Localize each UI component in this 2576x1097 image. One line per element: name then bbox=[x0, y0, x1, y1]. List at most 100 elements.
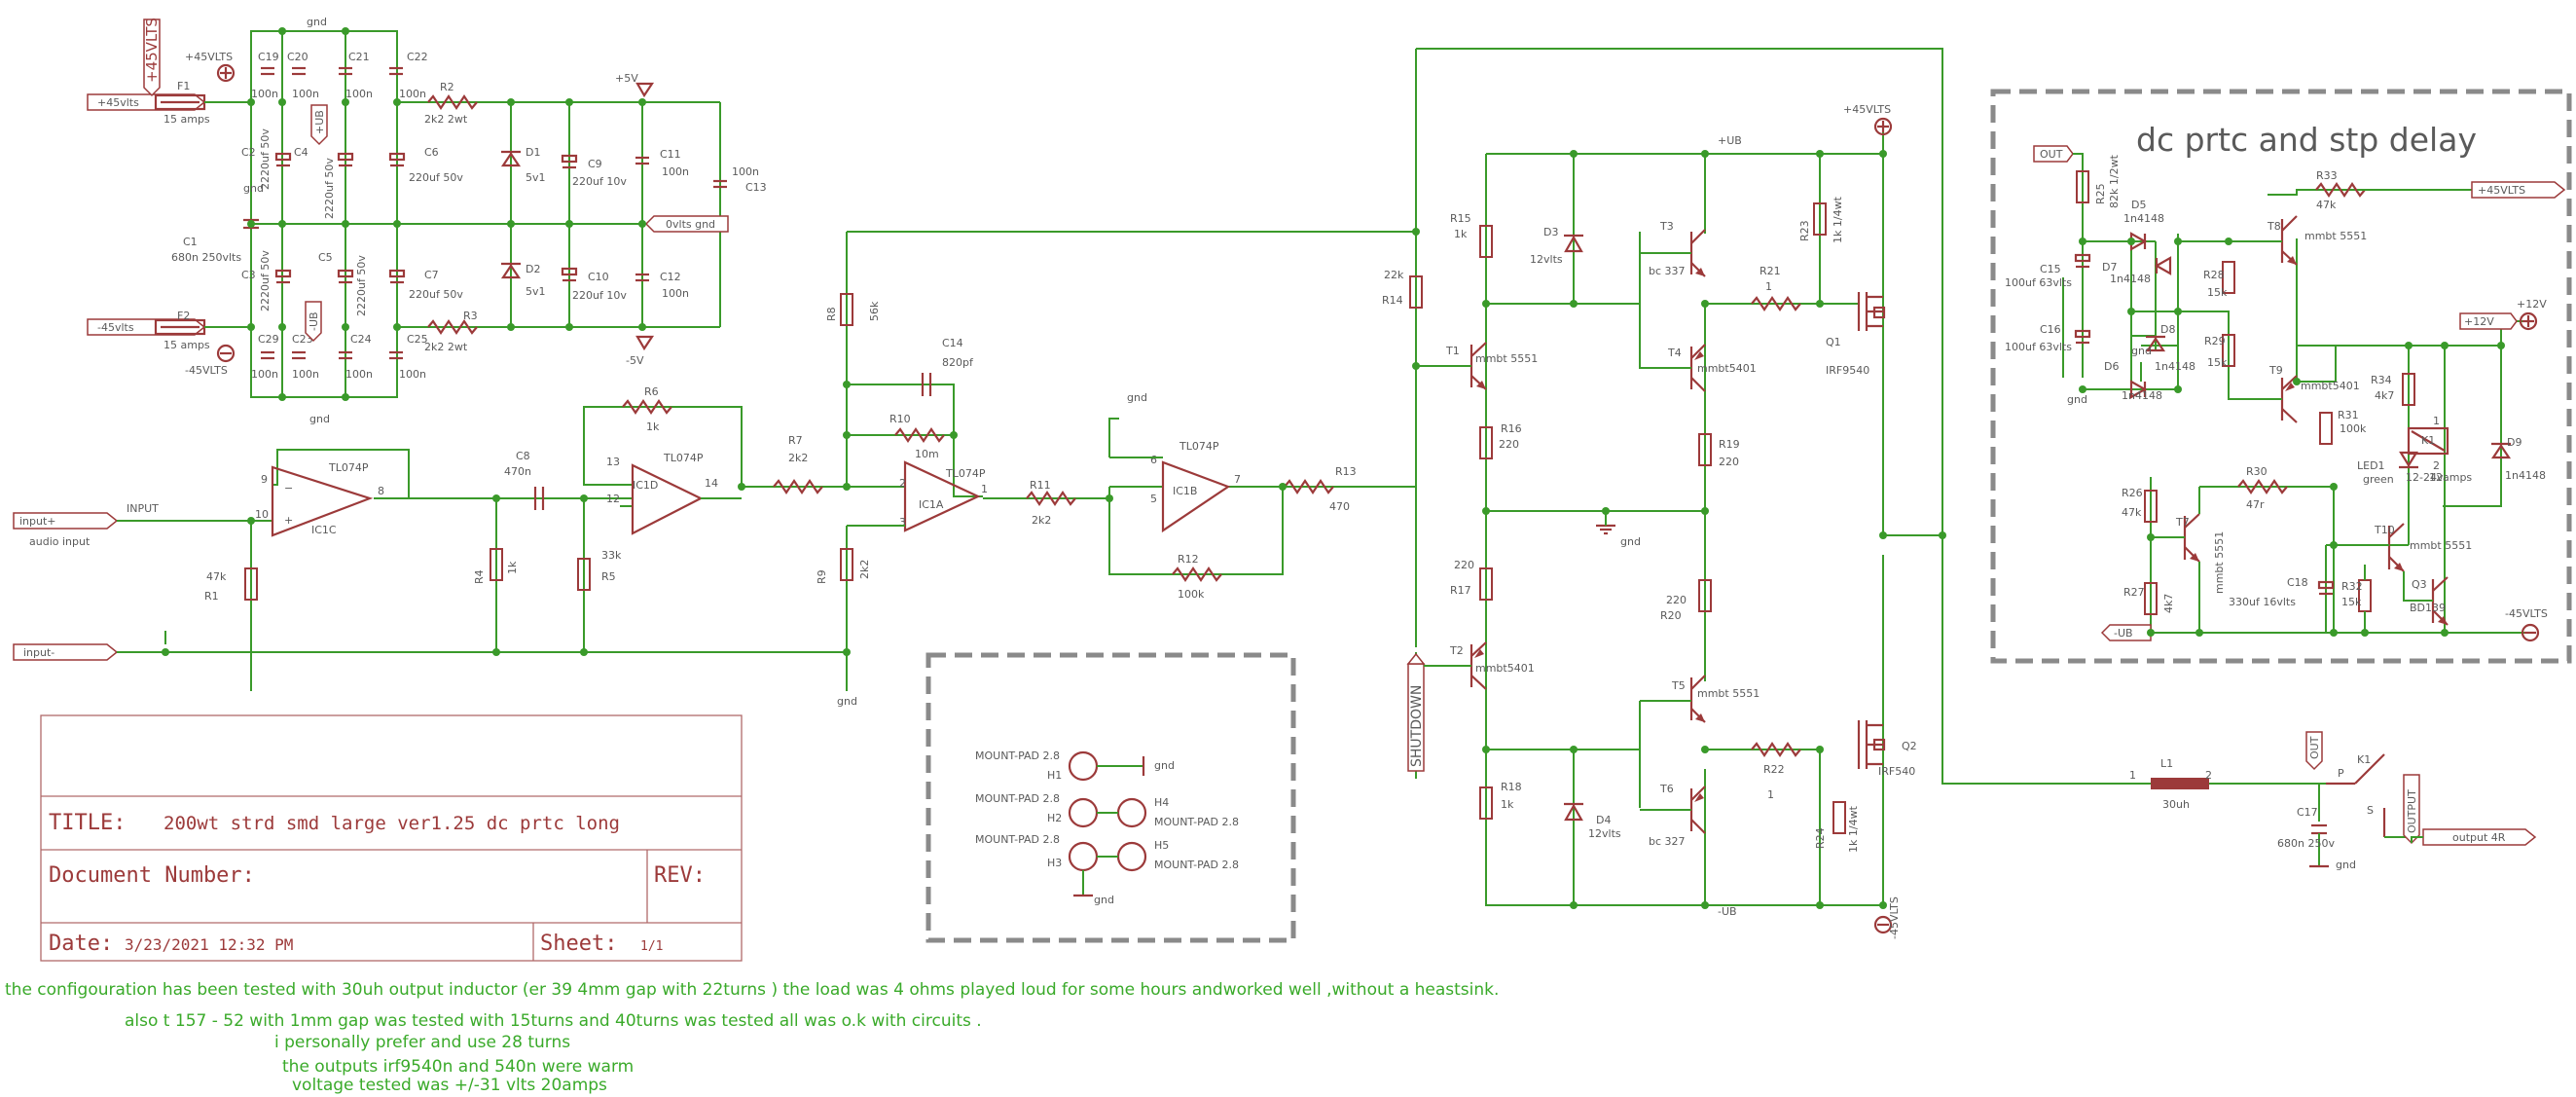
resistor-r18: R18 1k bbox=[1479, 781, 1522, 820]
resistor-r8: R8 56k bbox=[825, 293, 881, 326]
resistor-r31: R31 100k bbox=[2319, 409, 2367, 445]
svg-text:R26: R26 bbox=[2122, 487, 2143, 499]
svg-text:12: 12 bbox=[606, 493, 620, 505]
resistor-r30: R30 47r bbox=[2237, 465, 2288, 511]
svg-text:C13: C13 bbox=[745, 181, 767, 194]
svg-text:12vlts: 12vlts bbox=[1588, 827, 1621, 840]
svg-text:+5V: +5V bbox=[615, 72, 638, 85]
svg-text:47r: 47r bbox=[2246, 498, 2265, 511]
svg-text:Document Number:: Document Number: bbox=[49, 863, 255, 888]
svg-text:Q3: Q3 bbox=[2412, 578, 2427, 591]
svg-text:T3: T3 bbox=[1659, 220, 1674, 233]
svg-text:33k: 33k bbox=[601, 549, 622, 562]
svg-text:-45vlts: -45vlts bbox=[97, 321, 134, 334]
svg-text:7: 7 bbox=[1234, 473, 1241, 486]
mosfet-q1: Q1 IRF9540 bbox=[1826, 292, 1886, 377]
svg-text:TL074P: TL074P bbox=[945, 467, 986, 480]
resistor-r4: R4 1k bbox=[473, 548, 519, 584]
svg-text:47k: 47k bbox=[2122, 506, 2142, 519]
zener-d2: D2 5v1 bbox=[500, 262, 546, 298]
svg-text:2k2: 2k2 bbox=[858, 560, 871, 579]
resistor-r28: R28 15k bbox=[2203, 261, 2235, 299]
svg-text:the outputs irf9540n and 540n: the outputs irf9540n and 540n were warm bbox=[282, 1057, 634, 1077]
svg-text:1n4148: 1n4148 bbox=[2122, 389, 2162, 402]
svg-text:220: 220 bbox=[1499, 438, 1519, 451]
svg-text:C6: C6 bbox=[424, 146, 439, 159]
svg-text:bc 337: bc 337 bbox=[1649, 265, 1686, 277]
svg-text:D9: D9 bbox=[2507, 436, 2522, 449]
svg-text:1: 1 bbox=[2433, 415, 2440, 427]
title-block: TITLE: 200wt strd smd large ver1.25 dc p… bbox=[40, 714, 743, 962]
svg-text:100n: 100n bbox=[251, 368, 278, 381]
svg-text:mmbt 5551: mmbt 5551 bbox=[2410, 539, 2472, 552]
svg-text:10m: 10m bbox=[915, 448, 939, 460]
svg-text:mmbt5401: mmbt5401 bbox=[2301, 380, 2360, 392]
svg-text:100n: 100n bbox=[399, 88, 426, 100]
svg-text:F1: F1 bbox=[177, 80, 190, 92]
svg-text:D6: D6 bbox=[2104, 360, 2119, 373]
opamp-ic1a: TL074P IC1A 231 bbox=[847, 460, 988, 532]
svg-text:K1: K1 bbox=[2421, 434, 2435, 447]
svg-text:C1: C1 bbox=[183, 236, 198, 248]
dc-junctions bbox=[2079, 238, 2505, 637]
svg-text:1k 1/4wt: 1k 1/4wt bbox=[1847, 805, 1860, 853]
svg-text:TL074P: TL074P bbox=[1179, 440, 1219, 453]
svg-text:5v1: 5v1 bbox=[526, 285, 546, 298]
caps-c9-c10: C9 220uf 10v C10 220uf 10v bbox=[561, 154, 627, 302]
svg-text:D2: D2 bbox=[526, 263, 540, 275]
mount-pad-h5: H5 MOUNT-PAD 2.8 bbox=[1116, 839, 1239, 872]
opamp-section: input+ audio input INPUT input- TL074P I… bbox=[13, 231, 1416, 708]
svg-text:TITLE:: TITLE: bbox=[49, 811, 126, 835]
power-supply-section: +45vlts -45vlts +45VLTS F1 15 amps F2 15… bbox=[87, 16, 767, 425]
svg-text:-45VLTS: -45VLTS bbox=[1888, 896, 1901, 939]
svg-text:9: 9 bbox=[261, 473, 268, 486]
svg-text:TL074P: TL074P bbox=[663, 452, 704, 464]
electrolytic-caps: C2 2220uf 50v C4 2220uf 50v C6 220uf 50v… bbox=[241, 128, 463, 316]
resistor-r20: 220 R20 bbox=[1660, 579, 1712, 622]
svg-text:R25: R25 bbox=[2094, 183, 2107, 204]
svg-text:gnd: gnd bbox=[309, 413, 330, 425]
svg-text:H4: H4 bbox=[1154, 796, 1169, 809]
zener-d3: D3 12vlts bbox=[1530, 226, 1583, 266]
resistor-r6: R6 1k bbox=[622, 385, 672, 433]
svg-text:LED1: LED1 bbox=[2357, 459, 2385, 472]
svg-text:R16: R16 bbox=[1501, 422, 1522, 435]
svg-text:1n4148: 1n4148 bbox=[2123, 212, 2164, 225]
svg-text:0vlts gnd: 0vlts gnd bbox=[666, 218, 715, 231]
svg-text:MOUNT-PAD 2.8: MOUNT-PAD 2.8 bbox=[1154, 859, 1239, 871]
svg-text:−: − bbox=[284, 482, 293, 494]
svg-text:15 amps: 15 amps bbox=[163, 113, 210, 126]
diode-d9: D9 1n4148 bbox=[2490, 436, 2546, 482]
svg-text:R14: R14 bbox=[1382, 294, 1403, 307]
flag-ub-plus: +UB bbox=[310, 104, 328, 146]
svg-text:R34: R34 bbox=[2371, 374, 2392, 386]
svg-text:T4: T4 bbox=[1667, 347, 1682, 359]
resistor-r16: R16 220 bbox=[1479, 422, 1522, 459]
svg-text:C7: C7 bbox=[424, 269, 439, 281]
mosfet-q2: Q2 IRF540 bbox=[1857, 720, 1917, 778]
svg-text:Q2: Q2 bbox=[1902, 740, 1917, 752]
svg-text:D8: D8 bbox=[2160, 323, 2175, 336]
svg-text:H3: H3 bbox=[1047, 857, 1062, 869]
resistor-r19: R19 220 bbox=[1698, 433, 1740, 468]
svg-text:13: 13 bbox=[606, 456, 620, 468]
transistor-t2: T2 mmbt5401 bbox=[1424, 641, 1535, 690]
svg-text:15k: 15k bbox=[2207, 286, 2228, 299]
resistor-r17: 220 R17 bbox=[1450, 559, 1493, 601]
svg-text:green: green bbox=[2363, 473, 2394, 486]
svg-text:bc 327: bc 327 bbox=[1649, 835, 1686, 848]
cap-c14: C14 820pf bbox=[921, 337, 974, 396]
svg-text:5v1: 5v1 bbox=[526, 171, 546, 184]
svg-text:C2: C2 bbox=[241, 146, 256, 159]
svg-text:R17: R17 bbox=[1450, 584, 1471, 597]
ps-junctions bbox=[247, 27, 646, 401]
port-0vlts-gnd: 0vlts gnd bbox=[644, 215, 729, 233]
svg-text:14: 14 bbox=[705, 477, 718, 490]
svg-text:R1: R1 bbox=[204, 590, 219, 603]
svg-text:+12V: +12V bbox=[2464, 315, 2494, 328]
svg-text:R32: R32 bbox=[2341, 580, 2363, 593]
svg-text:Sheet:: Sheet: bbox=[540, 932, 617, 956]
svg-text:15 amps: 15 amps bbox=[163, 339, 210, 351]
